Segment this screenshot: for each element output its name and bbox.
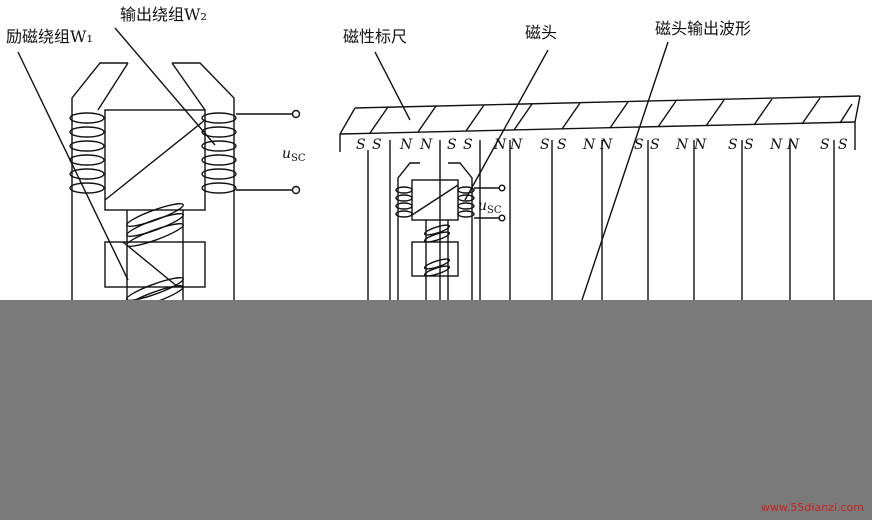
leader-output: [114, 27, 216, 146]
pole-letter: S: [728, 137, 738, 153]
pole-letter: N: [582, 137, 596, 153]
label-output-winding: 输出绕组W₂: [120, 5, 207, 24]
pole-letter: S: [820, 137, 830, 153]
label-excitation-winding: 励磁绕组W₁: [6, 27, 93, 46]
pole-letter: S: [838, 137, 848, 153]
pole-letter: S: [634, 137, 644, 153]
pole-letter: S: [557, 137, 567, 153]
pole-letter: N: [599, 137, 613, 153]
gray-overlay: [0, 300, 872, 520]
pole-letter: N: [675, 137, 689, 153]
excitation-winding-coil-right: [201, 112, 237, 194]
pole-letter: N: [399, 137, 413, 153]
pole-letter: N: [509, 137, 523, 153]
label-usc-right: uSC: [478, 198, 502, 216]
excitation-winding-coil-left: [69, 112, 105, 194]
small-head: [395, 162, 506, 300]
watermark: www.55dianzi.com: [760, 501, 864, 514]
pole-letter: S: [540, 137, 550, 153]
label-magnetic-head: 磁头: [525, 23, 557, 42]
pole-letter: N: [419, 137, 433, 153]
magnetic-scale-bar: [339, 95, 861, 152]
output-winding-coil: [126, 203, 184, 309]
label-head-output-waveform: 磁头输出波形: [655, 19, 751, 38]
pole-letter: N: [693, 137, 707, 153]
leader-excitation: [17, 51, 129, 281]
pole-letter: N: [786, 137, 800, 153]
label-magnetic-scale: 磁性标尺: [343, 27, 407, 46]
pole-letter: S: [356, 137, 366, 153]
pole-letter: N: [769, 137, 783, 153]
pole-letter: S: [372, 137, 382, 153]
pole-divider-lines: [367, 140, 835, 300]
leader-head: [464, 49, 549, 201]
leader-scale: [374, 51, 411, 121]
leader-waveform: [581, 41, 669, 301]
pole-letter: S: [463, 137, 473, 153]
pole-letter: N: [493, 137, 507, 153]
left-head-core: [71, 62, 235, 300]
label-usc-left: uSC: [282, 146, 306, 164]
pole-letter: S: [744, 137, 754, 153]
pole-letter: S: [650, 137, 660, 153]
pole-letter: S: [447, 137, 457, 153]
left-output-leads: [236, 109, 301, 195]
